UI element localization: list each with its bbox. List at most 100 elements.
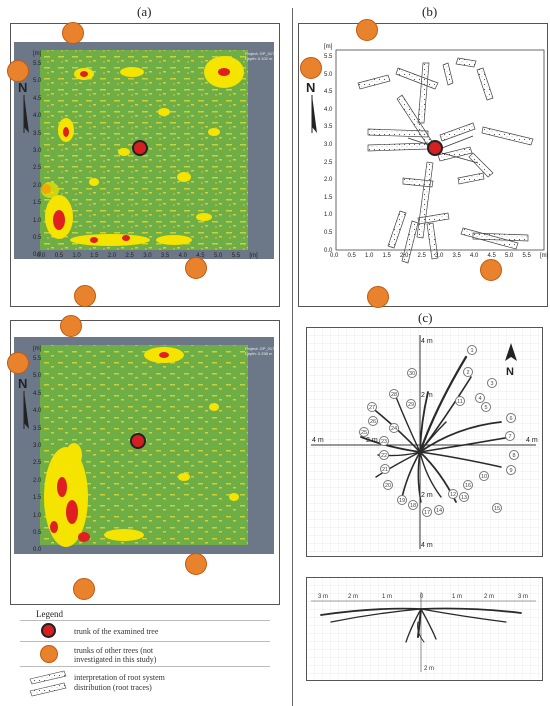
x-tick-label: 3.5 [452, 253, 461, 259]
y-tick-label: 0.0 [33, 252, 42, 259]
gpr-top-depth: Depth: 0.102 m [245, 56, 273, 61]
interp-plot [335, 49, 545, 264]
north-label: N [306, 80, 316, 95]
panel-separator [292, 8, 293, 706]
other-tree-trunk [7, 60, 29, 82]
root-number-marker: 17 [422, 507, 432, 517]
root-number-marker: 25 [359, 427, 369, 437]
root-number-marker: 4 [475, 393, 485, 403]
root-number-marker: 13 [459, 492, 469, 502]
other-tree-trunk [60, 315, 82, 337]
x-tick-label: 3.0 [143, 253, 152, 259]
legend-examined-tree: trunk of the examined tree [74, 627, 159, 636]
x-tick-label: 2.5 [417, 253, 426, 259]
root-number-marker: 19 [397, 495, 407, 505]
plan-axis-label-mid-up: 2 m [421, 392, 433, 399]
x-tick-label: 4.0 [470, 253, 479, 259]
other-tree-trunk [73, 578, 95, 600]
root-section-diagram [307, 578, 540, 678]
gpr-anomalies-top [41, 56, 244, 246]
x-tick-label: 5.0 [214, 253, 223, 259]
examined-tree-trunk [427, 140, 443, 156]
y-tick-label: 5.5 [33, 356, 42, 362]
y-tick-label: 2.5 [33, 460, 42, 467]
legend-divider [20, 641, 270, 642]
x-tick-label: 0.0 [37, 253, 46, 259]
north-label: N [18, 376, 28, 391]
root-number-marker: 11 [455, 396, 465, 406]
x-tick-label: 1.0 [72, 253, 81, 259]
section-depth-label: 2 m [424, 666, 435, 672]
x-tick-label: 1.5 [90, 253, 99, 259]
north-arrow-bottom-a: N [18, 376, 32, 436]
other-tree-trunk [74, 285, 96, 307]
x-tick-label: 1.0 [365, 253, 374, 259]
root-number-marker: 28 [389, 389, 399, 399]
root-number-marker: 20 [383, 480, 393, 490]
north-arrow-icon [23, 391, 29, 429]
x-tick-label: 4.0 [178, 253, 187, 259]
y-tick-label: 3.5 [33, 425, 42, 432]
x-tick-label: 0.0 [330, 253, 339, 259]
section-tick-label: 0 [420, 594, 424, 600]
section-tick-label: 2 m [484, 594, 495, 600]
root-system-section [320, 607, 522, 643]
root-number-marker: 23 [379, 436, 389, 446]
root-number-marker: 14 [434, 505, 444, 515]
y-tick-label: 2.0 [33, 477, 42, 484]
other-tree-trunk [62, 22, 84, 44]
north-label: N [18, 80, 28, 95]
legend-divider [20, 620, 270, 621]
section-tick-label: 2 m [348, 594, 359, 600]
y-tick-label: 4.0 [324, 106, 333, 113]
legend-examined-tree-icon [41, 623, 56, 638]
y-tick-label: 2.5 [33, 165, 42, 172]
y-tick-label: 4.5 [33, 390, 42, 397]
y-tick-label: 2.0 [324, 177, 333, 184]
other-tree-trunk [7, 352, 29, 374]
other-tree-trunk [367, 286, 389, 308]
x-tick-label: 2.0 [107, 253, 117, 259]
y-tick-label: 0.0 [324, 247, 333, 254]
root-number-marker: 21 [380, 464, 390, 474]
y-tick-label: 5.0 [33, 78, 42, 85]
root-number-marker: 24 [389, 423, 399, 433]
north-arrow-b: N [306, 80, 320, 140]
y-tick-label: 1.0 [33, 217, 42, 224]
plan-axis-label-top: 4 m [421, 338, 433, 345]
other-tree-trunk [185, 257, 207, 279]
root-number-marker: 15 [492, 503, 502, 513]
y-tick-label: 5.5 [33, 61, 42, 67]
panel-label-b: (b) [422, 4, 438, 19]
y-axis-unit: [m] [33, 51, 42, 57]
examined-tree-trunk [130, 433, 146, 449]
legend-other-trees-l1: trunks of other trees (not [74, 646, 154, 655]
x-tick-label: 2.0 [400, 253, 409, 259]
gpr-top-project: Project: GP_017 [245, 51, 275, 56]
y-tick-label: 4.0 [33, 113, 42, 120]
x-tick-label: 4.5 [487, 253, 496, 259]
y-tick-label: 0.5 [324, 230, 333, 236]
north-arrow-icon [505, 343, 517, 361]
section-tick-label: 1 m [452, 594, 463, 600]
x-tick-label: 2.5 [125, 253, 134, 259]
y-tick-label: 0.0 [33, 547, 42, 554]
y-tick-label: 4.0 [33, 408, 42, 415]
plan-axis-label-right: 4 m [526, 437, 538, 444]
gpr-anomalies-bottom [44, 347, 239, 547]
legend-root-traces-l2: distribution (root traces) [74, 683, 152, 692]
root-number-marker: 12 [448, 489, 458, 499]
north-arrow-top-a: N [18, 80, 32, 140]
root-number-marker: 7 [505, 431, 515, 441]
section-tick-label: 3 m [518, 594, 529, 600]
root-number-marker: 9 [506, 465, 516, 475]
plan-axis-label-bottom: 4 m [421, 542, 433, 549]
root-number-marker: 30 [407, 368, 417, 378]
y-tick-label: 3.5 [324, 124, 333, 131]
x-tick-label: 5.0 [505, 253, 514, 259]
panel-label-c: (c) [418, 310, 433, 325]
gpr-bottom-project: Project: GP_017 [245, 346, 275, 351]
north-label: N [506, 366, 514, 378]
root-number-marker: 10 [479, 471, 489, 481]
x-tick-label: 1.5 [382, 253, 391, 259]
